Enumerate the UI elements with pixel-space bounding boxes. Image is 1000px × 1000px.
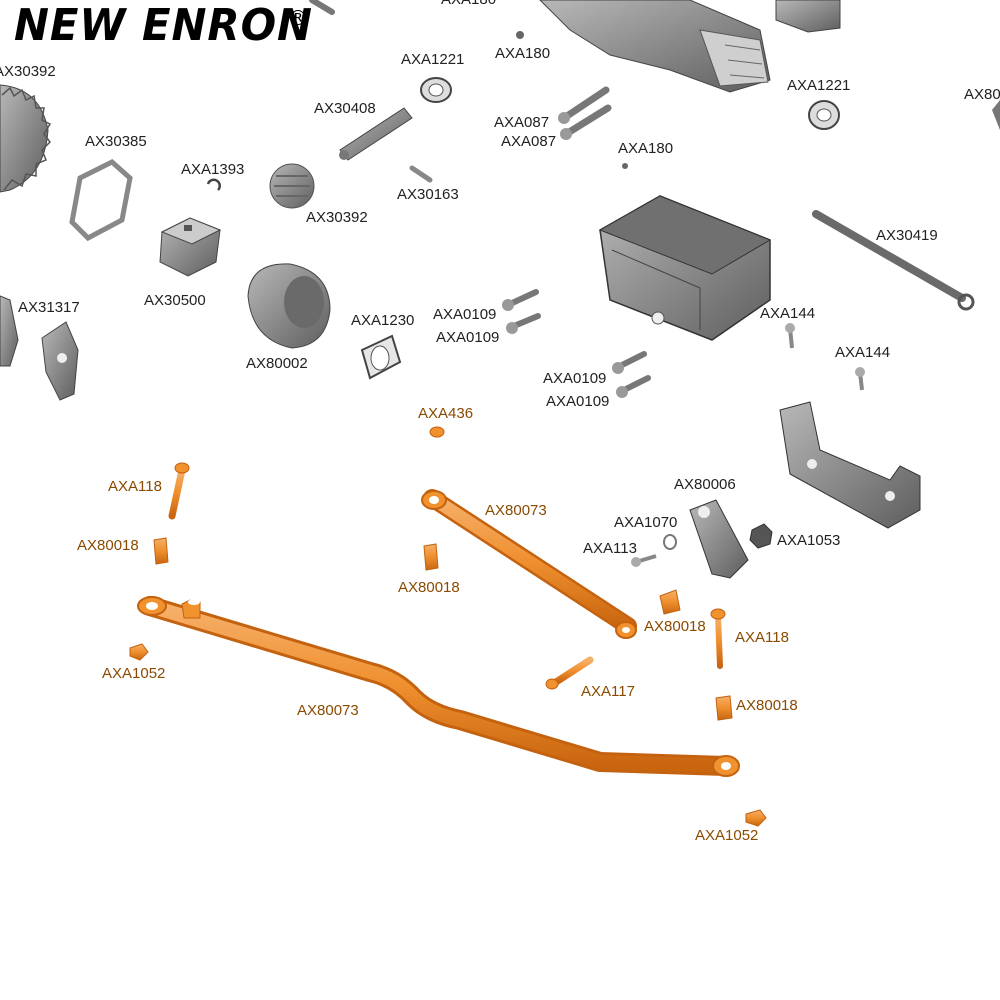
brand-logo: NEW ENRON [14,0,313,51]
highlight-screw-axa118-a [168,462,190,520]
label-ax30500: AX30500 [144,292,206,309]
highlight-nut-axa1052-a [129,643,149,661]
label-ax80018-d: AX80018 [736,697,798,714]
gasket-part [69,159,133,242]
right-edge-part [992,100,1000,130]
label-axa1221-a: AXA1221 [401,51,464,68]
label-axa1393: AXA1393 [181,161,244,178]
label-axa1052-b: AXA1052 [695,827,758,844]
label-axa180-a: AXA180 [495,45,550,62]
label-axa113: AXA113 [583,540,637,557]
highlight-link-ax80073-short [421,489,637,639]
label-axa1070: AXA1070 [614,514,677,531]
highlight-pivot-ball-c [659,589,681,615]
label-axa1221-b: AXA1221 [787,77,850,94]
label-ax30163: AX30163 [397,186,459,203]
dot-part [516,31,524,39]
diff-cup-part [247,263,331,349]
top-pin-part [309,0,335,15]
knuckle-part [0,295,79,401]
label-ax30392-a: AX30392 [0,63,56,80]
clip-part [206,178,221,191]
label-axa087-a: AXA087 [494,114,549,131]
label-axa118-b: AXA118 [735,629,789,646]
long-rod-part [812,210,975,311]
label-ax30385: AX30385 [85,133,147,150]
label-ax30419: AX30419 [876,227,938,244]
label-ax30408: AX30408 [314,100,376,117]
label-axa1052-a: AXA1052 [102,665,165,682]
small-screw-part-b [631,554,657,567]
label-ax80006: AX80006 [674,476,736,493]
label-axa180-top: AXA180 [441,0,496,8]
label-axa087-b: AXA087 [501,133,556,150]
label-axa1053: AXA1053 [777,532,840,549]
servo-horn-part [689,499,749,579]
ring-gear-part [0,84,52,193]
shaft-part [339,107,413,161]
servo-mount-part [779,401,921,529]
label-ax80018-b: AX80018 [398,579,460,596]
top-mount-part [775,0,841,33]
label-ax80018-a: AX80018 [77,537,139,554]
screw-pair-part [558,86,612,140]
spider-gear-part [269,163,315,209]
screw-group-part [502,289,651,398]
bearing-part [420,77,452,103]
highlight-pivot-ball-d [715,695,733,721]
label-ax80002: AX80002 [246,355,308,372]
label-axa118-a: AXA118 [108,478,162,495]
label-axa436: AXA436 [418,405,473,422]
label-right-edge: AX80 [964,86,1000,103]
small-screw-part [785,323,865,391]
label-ax80073-b: AX80073 [297,702,359,719]
label-axa144-a: AXA144 [760,305,815,322]
label-axa180-b: AXA180 [618,140,673,157]
label-axa0109-d: AXA0109 [546,393,609,410]
label-axa0109-c: AXA0109 [543,370,606,387]
highlight-nut-axa1052-b [745,809,767,827]
label-ax80018-c: AX80018 [644,618,706,635]
highlight-pivot-ball-b [423,543,439,571]
highlight-pivot-ball-a [153,537,169,565]
bearing-part-c [360,334,402,380]
label-ax80073-a: AX80073 [485,502,547,519]
highlight-screw-axa436 [429,426,445,470]
nut-part [749,523,773,549]
highlight-screw-axa117 [545,656,594,690]
highlight-link-ax80073-long [137,596,740,777]
pin-part [409,165,433,183]
label-axa144-b: AXA144 [835,344,890,361]
label-axa1230: AXA1230 [351,312,414,329]
label-axa117: AXA117 [581,683,635,700]
label-axa0109-b: AXA0109 [436,329,499,346]
label-axa0109-a: AXA0109 [433,306,496,323]
axle-housing-part [539,0,771,93]
block-part [159,217,222,277]
bearing-part-b [808,100,840,130]
label-ax31317: AX31317 [18,299,80,316]
registered-mark: ® [288,6,308,30]
servo-part [598,195,772,341]
washer-part [663,534,677,550]
label-ax30392-b: AX30392 [306,209,368,226]
highlight-screw-axa118-b [710,608,726,669]
dot-part-b [622,163,628,169]
